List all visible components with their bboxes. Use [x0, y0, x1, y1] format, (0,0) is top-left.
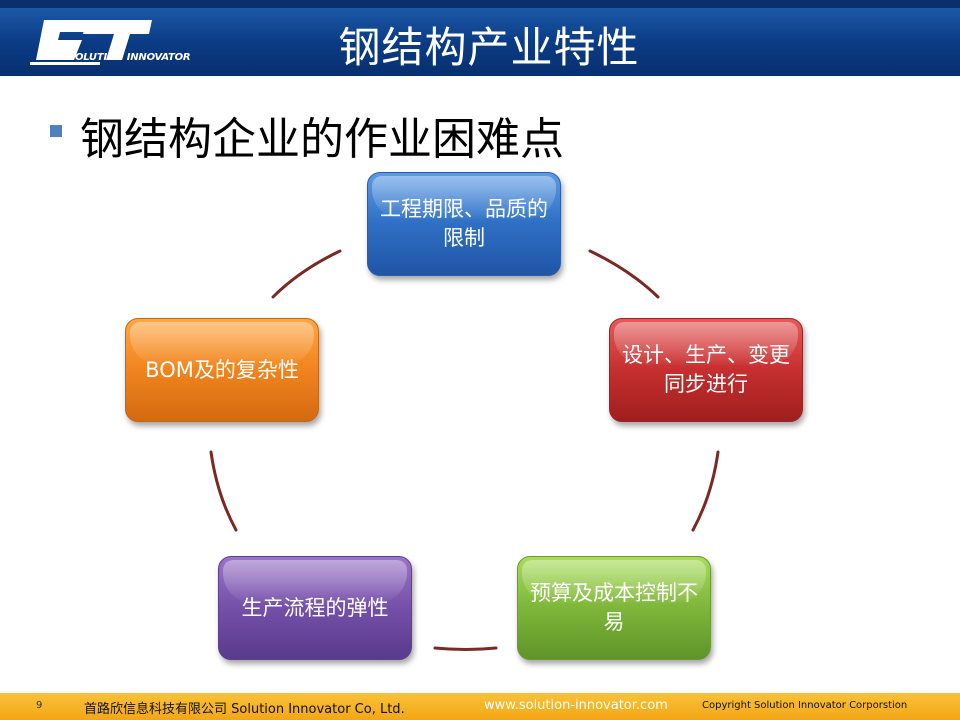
header-top-strip: [0, 0, 960, 8]
arc-left: [209, 450, 238, 532]
slide-footer: 9 首路欣信息科技有限公司 Solution Innovator Co, Ltd…: [0, 693, 960, 720]
cycle-node-design-production-sync: 设计、生产、变更同步进行: [609, 318, 803, 422]
copyright-text: Copyright Solution Innovator Corporstion: [702, 700, 908, 711]
arc-bottom: [433, 646, 498, 651]
bullet-heading: 钢结构企业的作业困难点: [80, 114, 564, 165]
company-name: 首路欣信息科技有限公司 Solution Innovator Co, Ltd.: [84, 702, 405, 717]
cycle-node-process-flexibility: 生产流程的弹性: [218, 556, 412, 660]
company-logo: [30, 20, 152, 65]
cycle-node-label: 预算及成本控制不易: [530, 581, 698, 634]
cycle-node-label: 生产流程的弹性: [241, 595, 389, 620]
arc-right: [691, 450, 720, 532]
slide-header: SOLUTION INNOVATOR 钢结构产业特性: [0, 0, 960, 76]
website-text: www.solution-innovator.com: [484, 698, 668, 713]
arc-top-right: [588, 249, 660, 299]
page-number: 9: [36, 700, 43, 711]
logo-subtext: SOLUTION INNOVATOR: [68, 52, 191, 63]
bullet-square-icon: [50, 125, 62, 137]
arc-top-left: [271, 249, 342, 299]
cycle-node-schedule-quality: 工程期限、品质的限制: [367, 172, 561, 276]
slide-title: 钢结构产业特性: [338, 23, 640, 72]
cycle-node-budget-cost-control: 预算及成本控制不易: [517, 556, 711, 660]
cycle-node-label: BOM及的复杂性: [145, 357, 299, 382]
cycle-node-label: 工程期限、品质的限制: [380, 197, 548, 250]
cycle-node-bom-complexity: BOM及的复杂性: [125, 318, 319, 422]
cycle-node-label: 设计、生产、变更同步进行: [622, 343, 790, 396]
